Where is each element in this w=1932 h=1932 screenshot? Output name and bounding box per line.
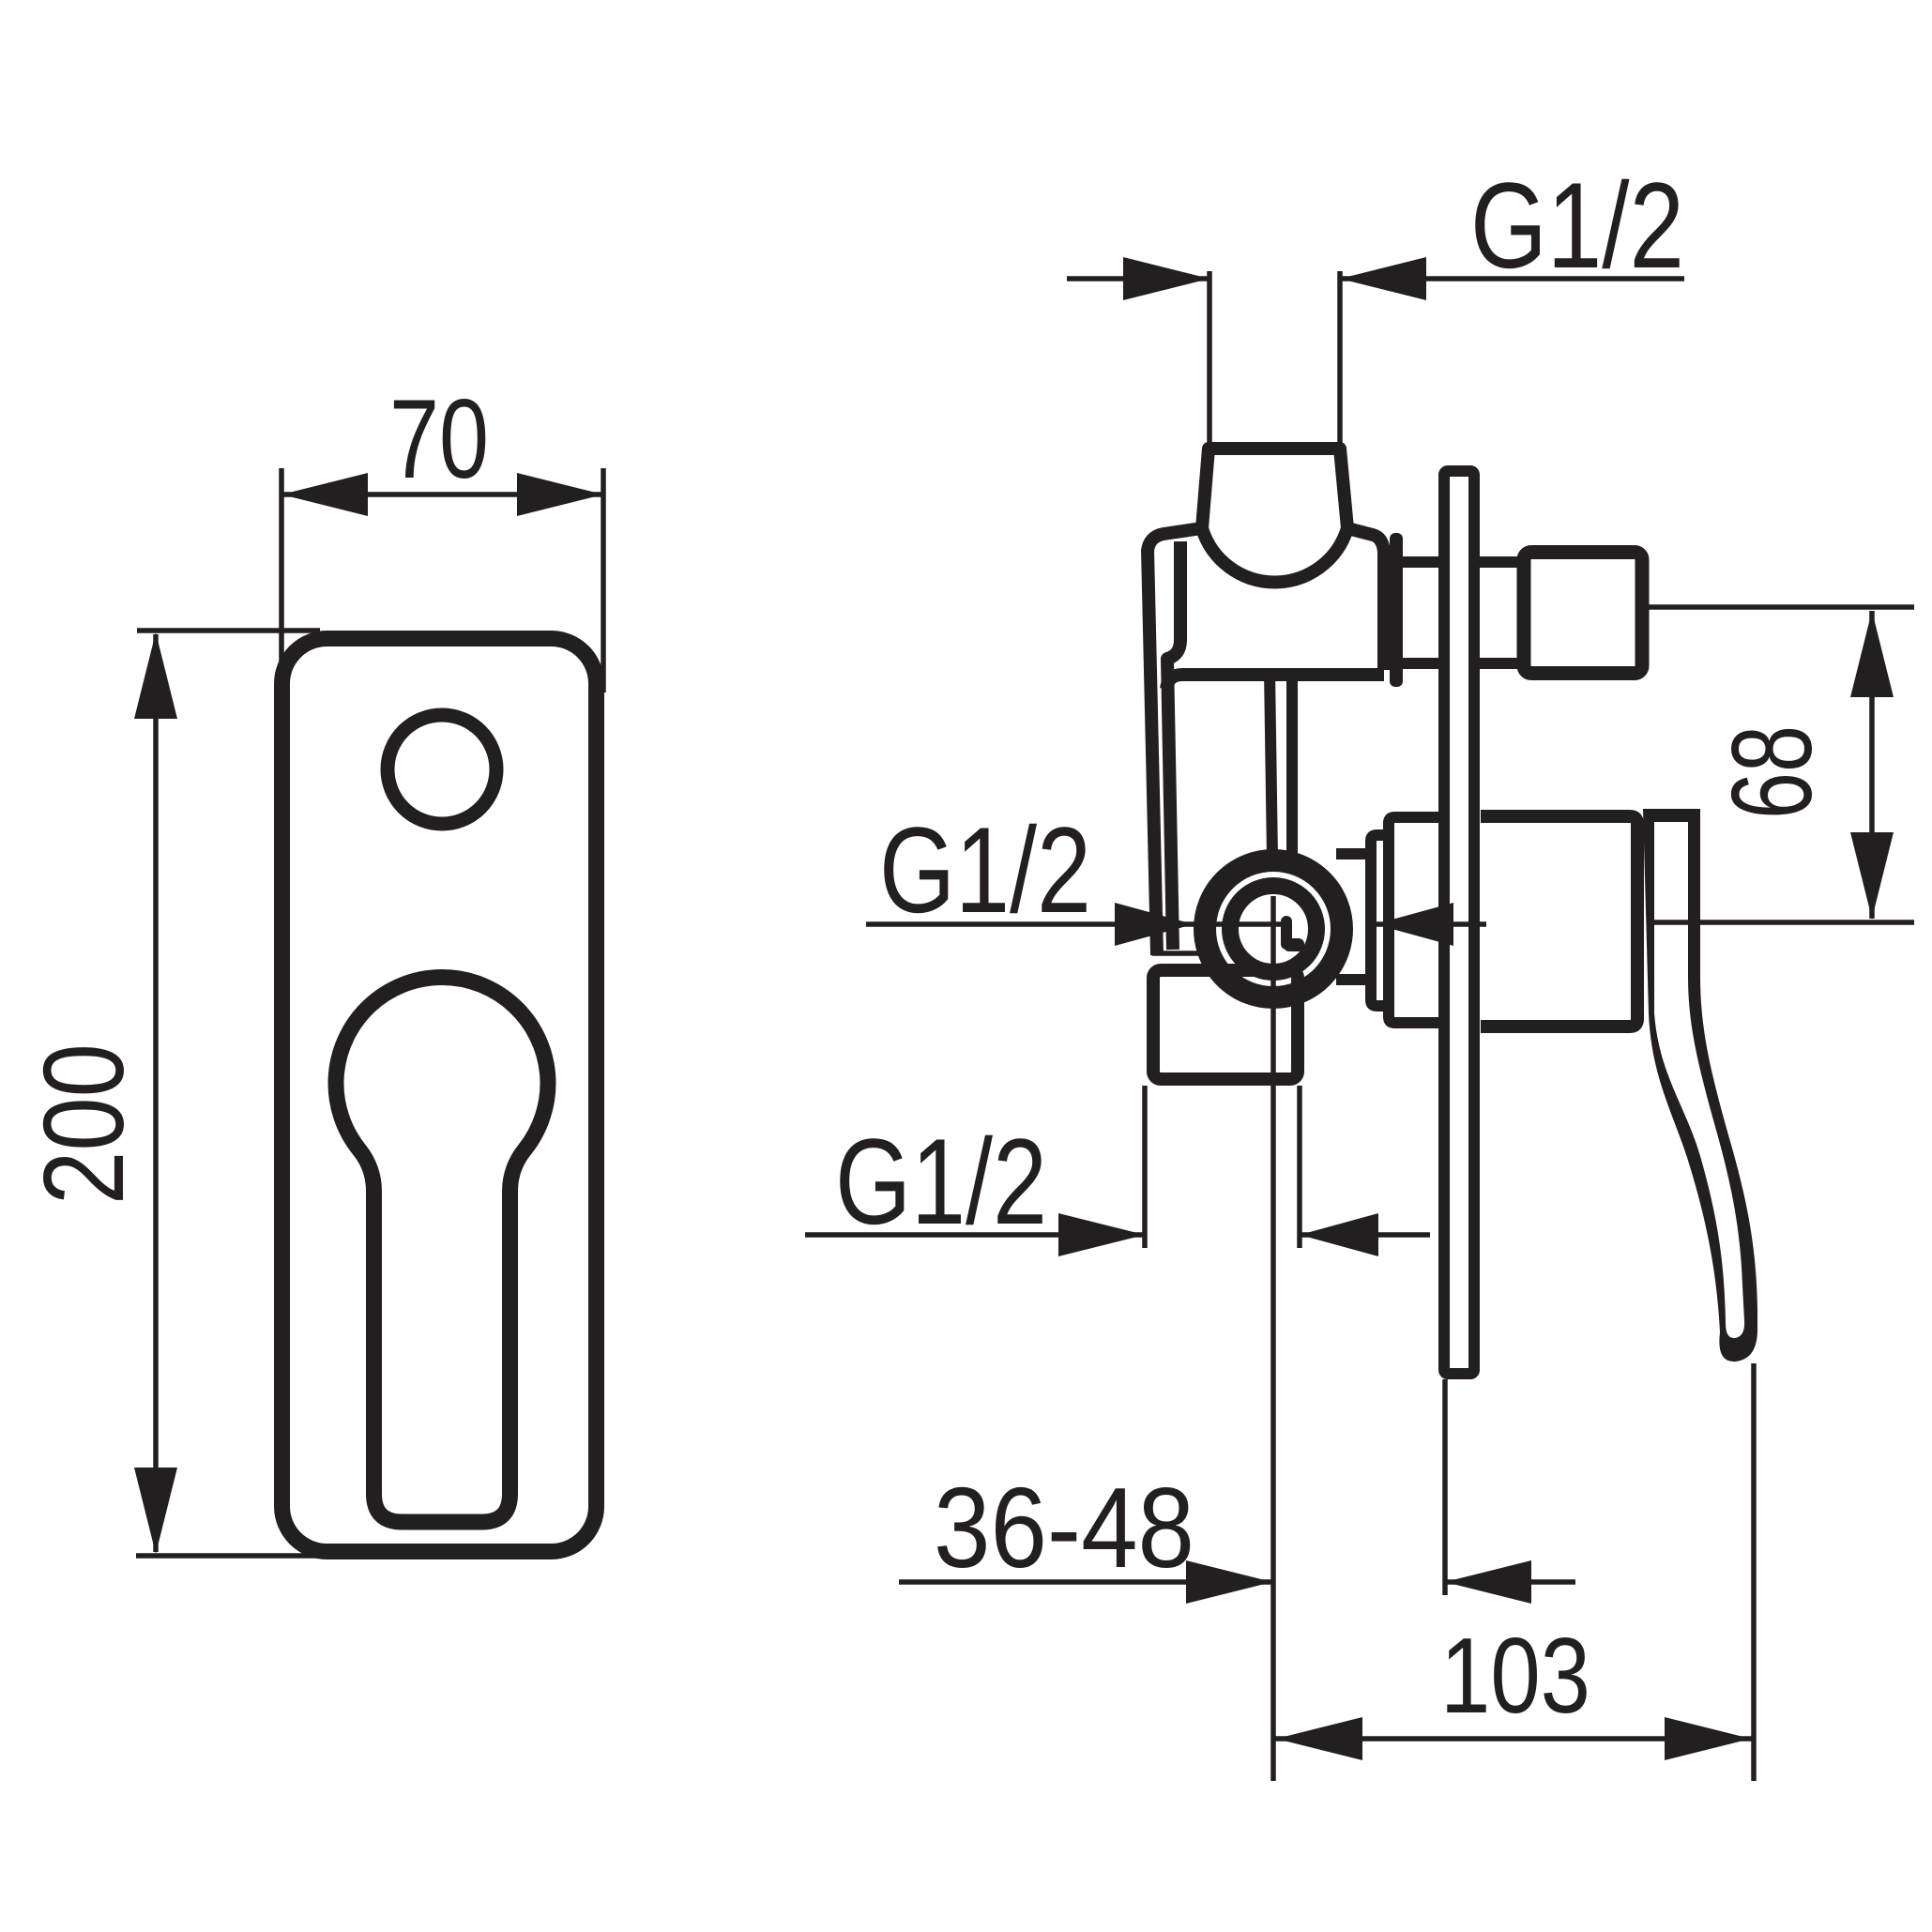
svg-text:G1/2: G1/2 <box>835 1113 1047 1250</box>
svg-text:103: 103 <box>1440 1617 1590 1736</box>
svg-text:G1/2: G1/2 <box>1470 157 1684 294</box>
svg-text:G1/2: G1/2 <box>879 801 1091 938</box>
svg-text:68: 68 <box>1708 725 1835 819</box>
svg-text:200: 200 <box>20 1043 147 1205</box>
svg-text:36-48: 36-48 <box>934 1464 1194 1591</box>
svg-text:70: 70 <box>389 376 489 502</box>
